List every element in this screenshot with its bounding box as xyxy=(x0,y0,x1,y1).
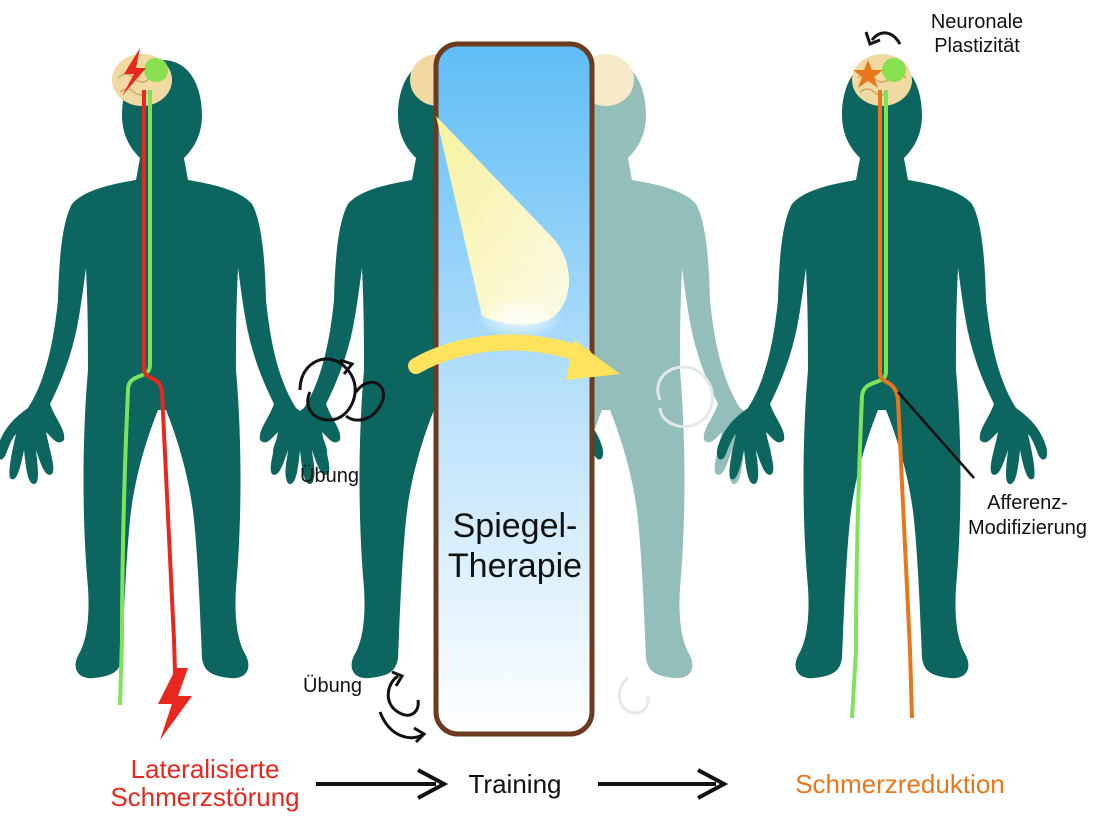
left-caption: Lateralisierte Schmerzstörung xyxy=(70,755,340,811)
plasticity-line1: Neuronale xyxy=(902,10,1052,34)
right-caption: Schmerzreduktion xyxy=(770,770,1030,798)
rotation-arrow-icon xyxy=(380,712,424,738)
exercise-hand-label: Übung xyxy=(300,466,359,488)
mirror-therapy-label: Spiegel- Therapie xyxy=(435,506,595,586)
afferent-line2: Modifizierung xyxy=(955,516,1100,541)
lightning-icon xyxy=(158,668,192,740)
mirror-label-line2: Therapie xyxy=(435,546,595,586)
exercise-foot-label: Übung xyxy=(303,676,362,698)
left-brain-active-area xyxy=(144,58,168,82)
mirror-label-line1: Spiegel- xyxy=(435,506,595,546)
left-figure xyxy=(0,48,327,740)
right-brain-active-area xyxy=(882,58,906,82)
flow-arrow-2 xyxy=(598,770,724,798)
left-body-silhouette xyxy=(0,60,327,678)
right-figure xyxy=(717,32,1047,718)
plasticity-line2: Plastizität xyxy=(902,34,1052,58)
rotation-arrow-icon xyxy=(388,676,418,715)
mirror xyxy=(436,44,592,734)
middle-caption: Training xyxy=(440,770,590,798)
left-caption-line2: Schmerzstörung xyxy=(70,783,340,811)
plasticity-label: Neuronale Plastizität xyxy=(902,10,1052,58)
afferent-label: Afferenz- Modifizierung xyxy=(955,491,1100,541)
left-caption-line1: Lateralisierte xyxy=(70,755,340,783)
afferent-line1: Afferenz- xyxy=(955,491,1100,516)
